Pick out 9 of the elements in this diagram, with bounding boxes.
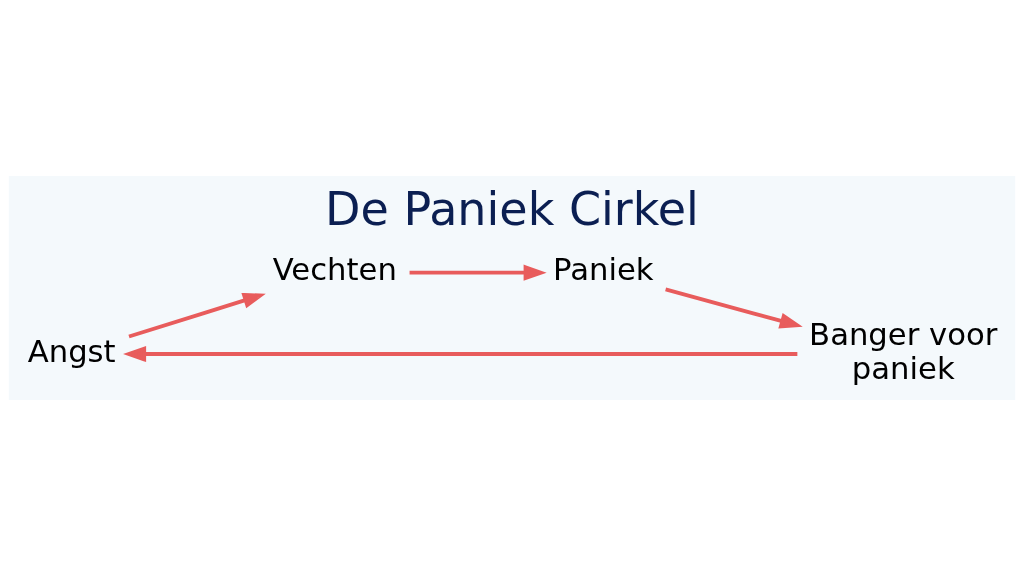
node-text: Angst xyxy=(27,333,116,369)
diagram-title: De Paniek Cirkel xyxy=(325,182,699,237)
node-text: Banger voor paniek xyxy=(809,316,998,386)
arrow xyxy=(409,264,547,281)
arrow xyxy=(123,345,798,363)
arrow xyxy=(665,287,803,329)
node-text: Vechten xyxy=(272,252,397,288)
arrow xyxy=(128,292,266,339)
node-text: Paniek xyxy=(553,252,654,288)
